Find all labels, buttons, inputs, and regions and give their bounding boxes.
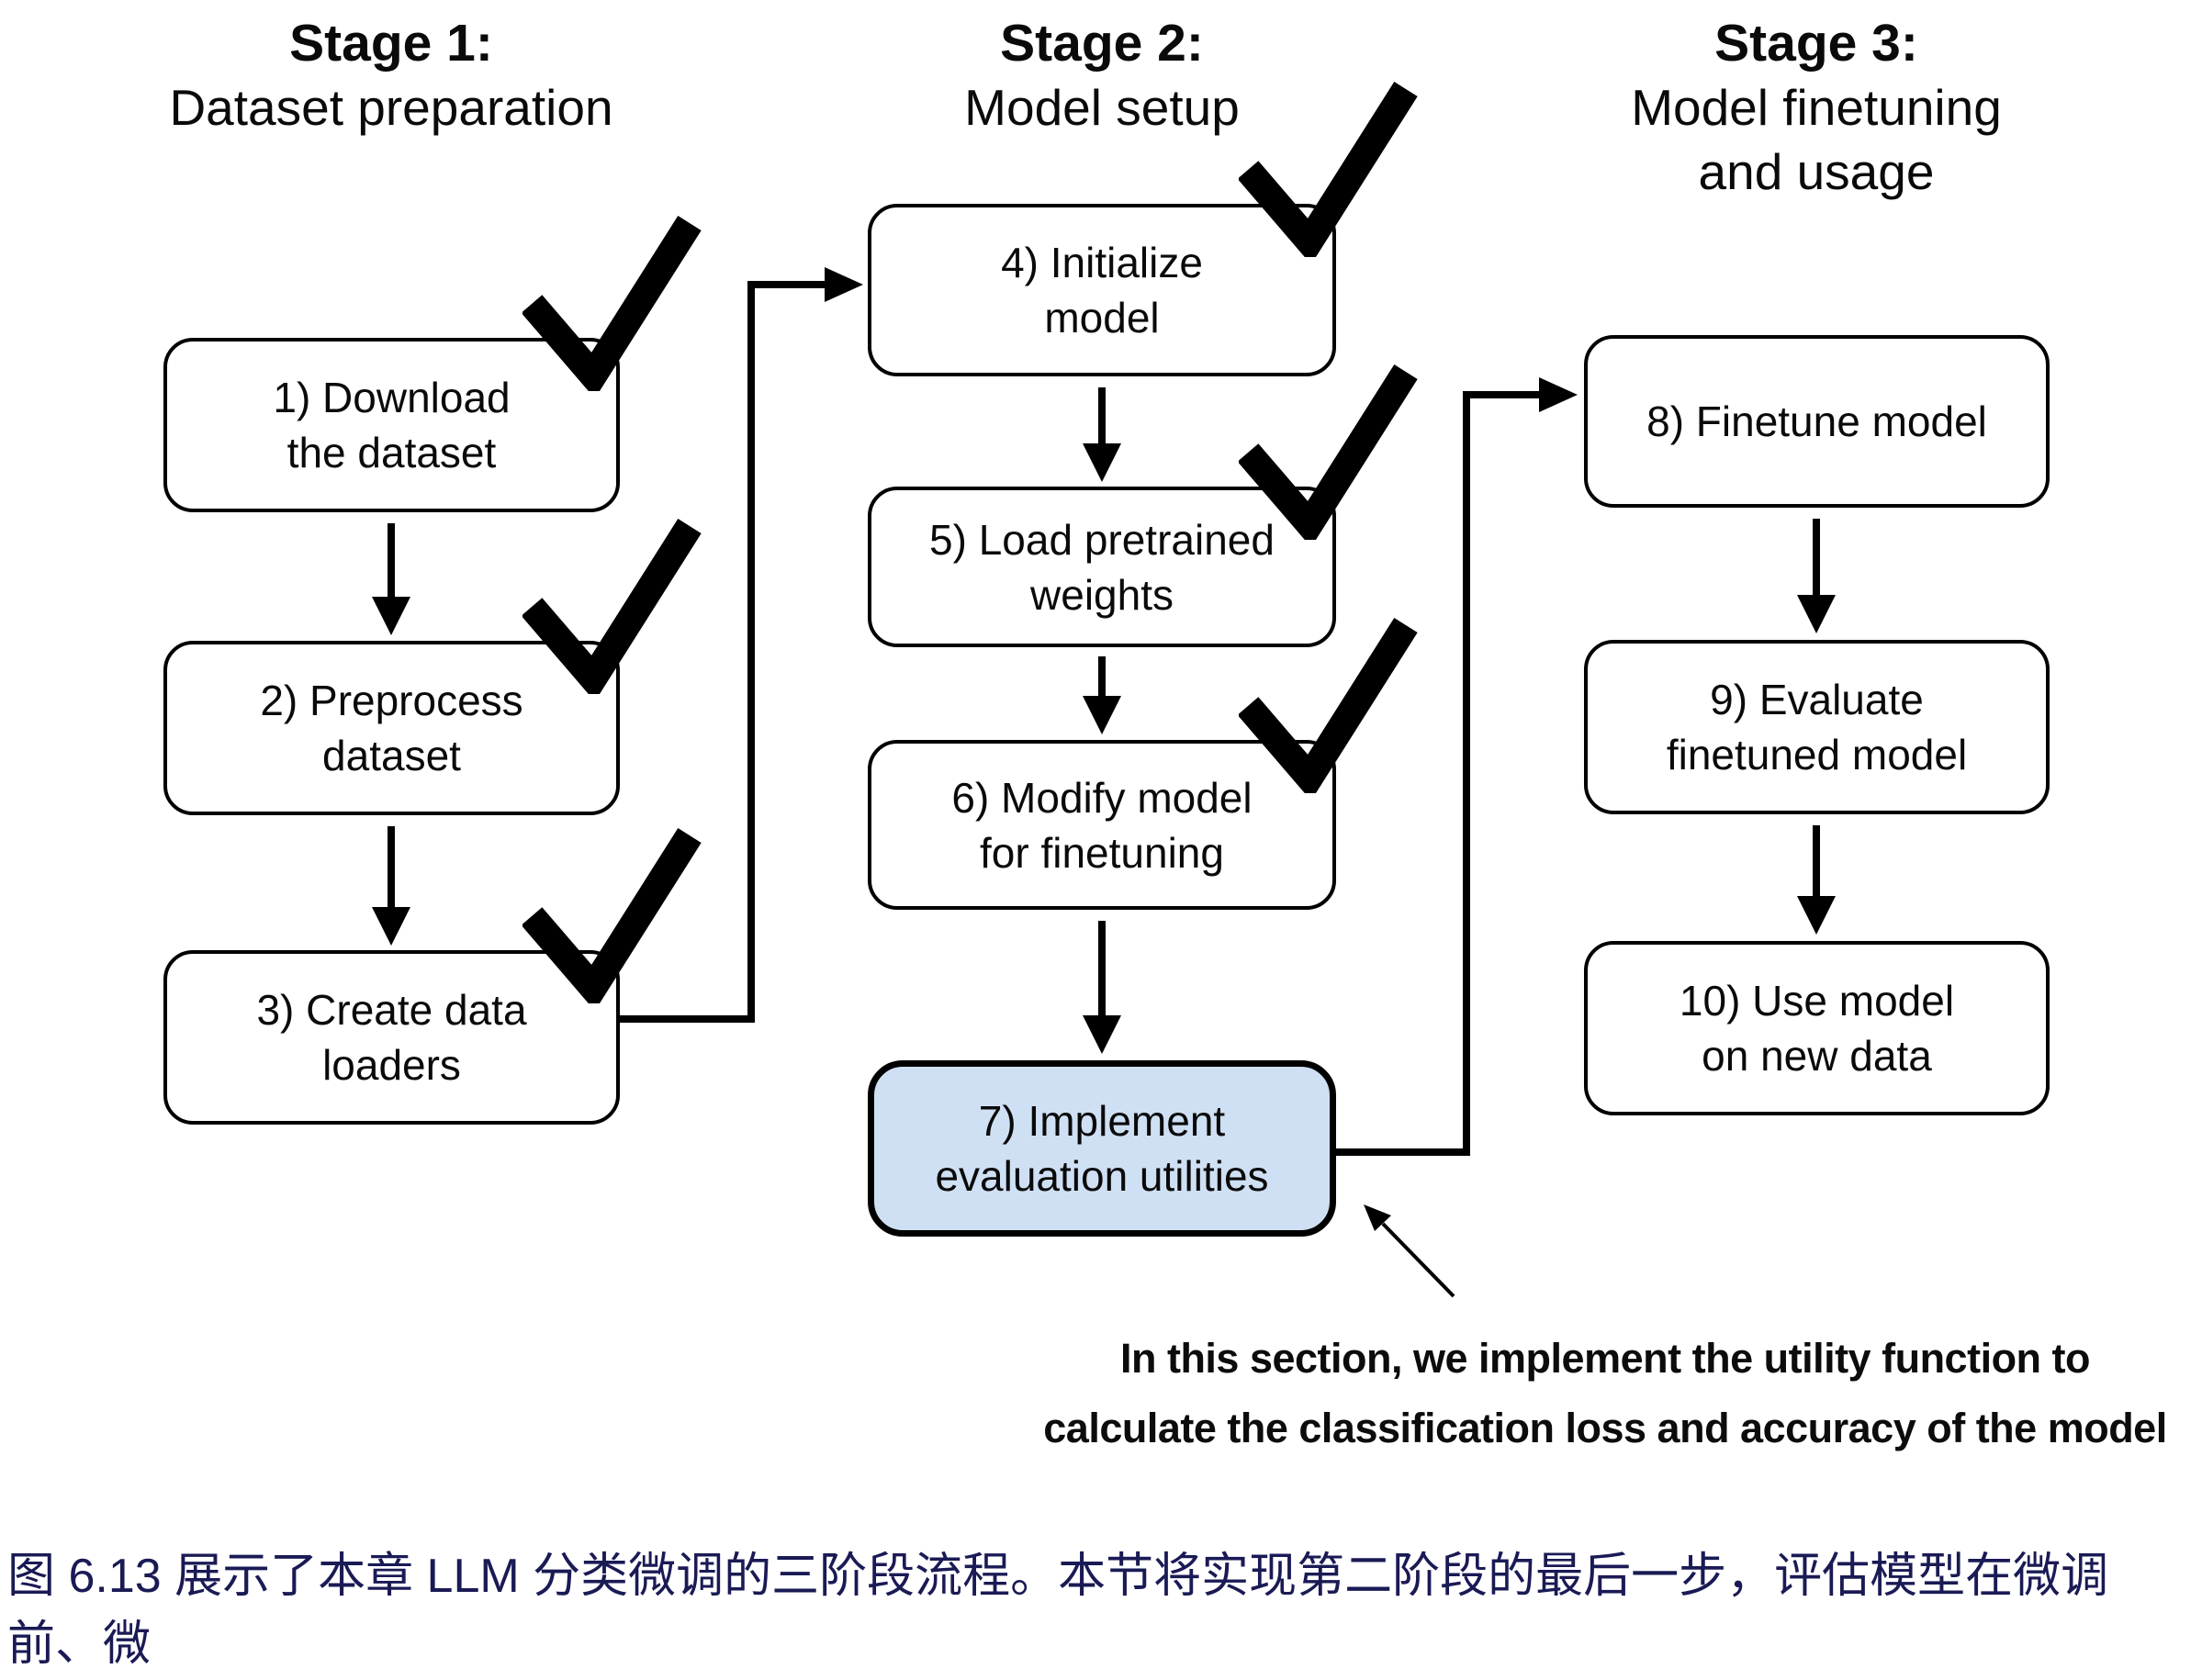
checkmark-icon [522, 215, 702, 391]
stage-3-header: Stage 3: Model finetuning and usage [1532, 11, 2101, 204]
annotation-line-2: calculate the classification loss and ac… [1043, 1405, 2167, 1451]
arrow-5-to-6 [1083, 656, 1121, 734]
arrow-6-to-7 [1083, 921, 1121, 1054]
arrow-4-to-5 [1083, 387, 1121, 482]
stage-3-subtitle-2: and usage [1698, 143, 1935, 200]
elbow-connector-3-to-4 [620, 267, 863, 1023]
checkmark-icon [522, 827, 702, 1003]
annotation-arrow [1364, 1204, 1455, 1298]
elbow-connector-7-to-8 [1336, 377, 1578, 1156]
stage-1-header: Stage 1: Dataset preparation [107, 11, 676, 140]
arrow-1-to-2 [372, 523, 410, 635]
stage-1-subtitle: Dataset preparation [169, 79, 613, 136]
stage-3-subtitle: Model finetuning [1631, 79, 2002, 136]
stage-2-subtitle: Model setup [964, 79, 1240, 136]
stage-3-title: Stage 3: [1714, 14, 1918, 73]
step-8-label: 8) Finetune model [1646, 398, 1987, 445]
arrow-2-to-3 [372, 826, 410, 946]
checkmark-icon [522, 518, 702, 694]
stage-2-title: Stage 2: [1000, 14, 1204, 73]
figure-caption: 图 6.13 展示了本章 LLM 分类微调的三阶段流程。本节将实现第二阶段的最后… [7, 1542, 2196, 1680]
annotation-text: In this section, we implement the utilit… [990, 1324, 2202, 1463]
caption-line-1: 图 6.13 展示了本章 LLM 分类微调的三阶段流程。本节将实现第二阶段的最后… [7, 1550, 2109, 1671]
annotation-line-1: In this section, we implement the utilit… [1119, 1335, 2091, 1382]
arrow-9-to-10 [1797, 825, 1836, 935]
arrow-8-to-9 [1797, 519, 1836, 633]
stage-1-title: Stage 1: [289, 14, 493, 73]
step-box-8: 8) Finetune model [1584, 335, 2050, 508]
stage-2-header: Stage 2: Model setup [817, 11, 1387, 140]
